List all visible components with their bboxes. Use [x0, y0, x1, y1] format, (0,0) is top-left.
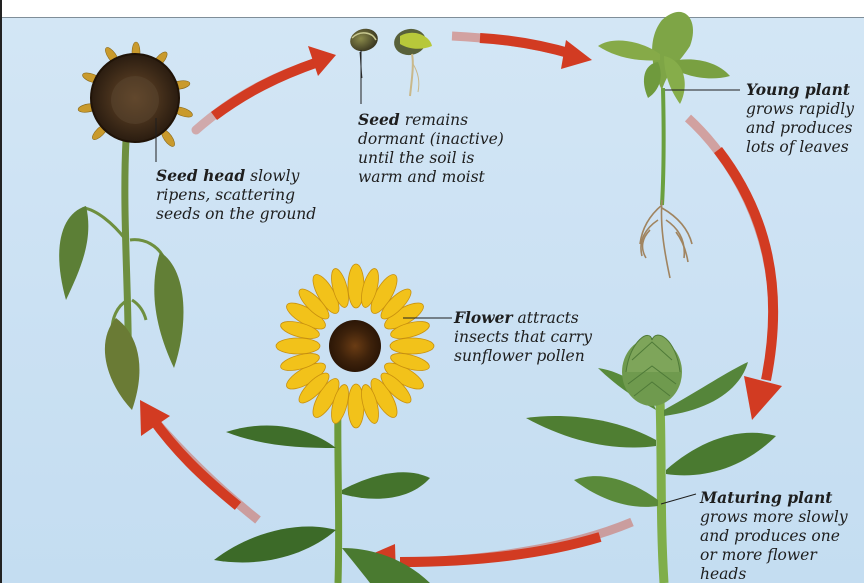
- caption-seed: Seed remains dormant (inactive) until th…: [358, 110, 508, 187]
- caption-seed-head: Seed head slowly ripens, scattering seed…: [156, 166, 326, 224]
- caption-text: grows rapidly and produces lots of leave…: [746, 100, 854, 156]
- flower-illustration: [214, 264, 434, 583]
- caption-maturing-plant: Maturing plant grows more slowly and pro…: [700, 488, 860, 583]
- caption-term: Maturing plant: [700, 488, 832, 507]
- leader-line: [661, 494, 696, 504]
- caption-text: grows more slowly and produces one or mo…: [700, 508, 848, 583]
- cycle-arrow-icon: [140, 400, 258, 520]
- caption-term: Flower: [454, 308, 513, 327]
- caption-term: Seed head: [156, 166, 245, 185]
- cycle-arrow-icon: [452, 36, 592, 69]
- caption-young-plant: Young plant grows rapidly and produces l…: [746, 80, 861, 157]
- seed-head-plant: [59, 42, 194, 410]
- caption-flower: Flower attracts insects that carry sunfl…: [454, 308, 604, 366]
- caption-term: Seed: [358, 110, 400, 129]
- caption-term: Young plant: [746, 80, 850, 99]
- seed-illustration: [348, 26, 432, 96]
- cycle-arrow-icon: [196, 46, 336, 130]
